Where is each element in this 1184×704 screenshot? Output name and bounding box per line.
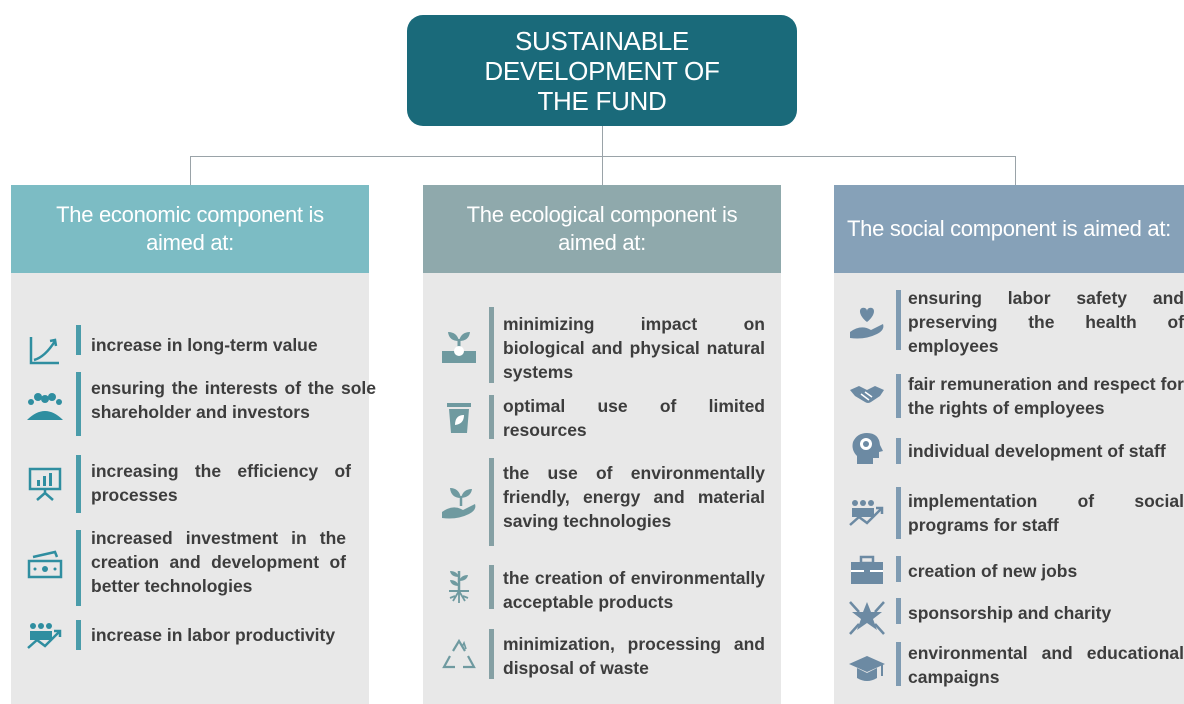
economic-column: The economic component is aimed at: incr…	[11, 185, 376, 704]
people-trend-icon-social	[847, 493, 887, 533]
social-item-1-text: ensuring labor safety and preserving the…	[908, 288, 1184, 356]
ecological-item-1-bar	[489, 307, 494, 383]
handshake-icon	[847, 374, 887, 414]
heart-hand-icon	[847, 302, 887, 342]
ecological-header: The ecological component is aimed at:	[423, 185, 781, 273]
title-box: SUSTAINABLE DEVELOPMENT OF THE FUND	[407, 15, 797, 126]
recycle-icon	[439, 637, 479, 677]
social-item-2-text: fair remuneration and respect for the ri…	[908, 374, 1184, 418]
head-idea-icon	[847, 430, 887, 470]
social-item-6-text: sponsorship and charity	[908, 603, 1112, 623]
social-header-text: The social component is aimed at:	[847, 216, 1171, 241]
economic-item-2-bar	[76, 372, 81, 436]
social-item-7-bar	[896, 642, 901, 686]
social-item-5-bar	[896, 556, 901, 582]
social-column: The social component is aimed at: ensuri…	[834, 185, 1184, 704]
social-item-7-text: environmental and educational campaigns	[908, 643, 1184, 687]
social-item-5-text: creation of new jobs	[908, 561, 1078, 581]
ecological-item-5-text: minimization, processing and disposal of…	[503, 634, 765, 678]
connector-horizontal	[190, 156, 1016, 157]
connector-center	[602, 156, 603, 185]
social-header: The social component is aimed at:	[834, 185, 1184, 273]
economic-item-4-bar	[76, 530, 81, 606]
connector-right	[1015, 156, 1016, 185]
plant-hand-icon	[439, 482, 479, 522]
economic-header-text: The economic component is aimed at:	[56, 202, 324, 255]
economic-item-4-text: increased investment in the creation and…	[91, 528, 346, 596]
economic-item-3-bar	[76, 455, 81, 513]
social-item-1-bar	[896, 290, 901, 350]
economic-item-5-text: increase in labor productivity	[91, 625, 336, 645]
ecological-item-2-bar	[489, 395, 494, 439]
growth-chart-icon	[25, 329, 65, 369]
ecological-item-3-bar	[489, 458, 494, 546]
hands-star-icon	[847, 598, 887, 638]
social-item-3-bar	[896, 438, 901, 464]
economic-item-2-text: ensuring the interests of the sole share…	[91, 378, 376, 422]
connector-vertical-main	[602, 126, 603, 156]
people-trend-icon	[25, 616, 65, 656]
ecological-header-text: The ecological component is aimed at:	[466, 202, 738, 255]
ecological-item-2-text: optimal use of limited resources	[503, 396, 765, 440]
recycle-bin-icon	[439, 397, 479, 437]
ecological-item-5-bar	[489, 629, 494, 679]
connector-left	[190, 156, 191, 185]
presentation-board-icon	[25, 463, 65, 503]
ecological-item-1-text: minimizing impact on biological and phys…	[503, 314, 765, 382]
ecological-column: The ecological component is aimed at: mi…	[423, 185, 781, 704]
ecological-item-4-text: the creation of environmentally acceptab…	[503, 568, 765, 612]
social-item-2-bar	[896, 374, 901, 418]
sprout-hand-icon	[439, 327, 479, 367]
diagram-title: SUSTAINABLE DEVELOPMENT OF THE FUND	[484, 25, 720, 116]
plant-roots-icon	[439, 567, 479, 607]
economic-item-5-bar	[76, 620, 81, 650]
social-item-3-text: individual development of staff	[908, 441, 1166, 461]
economic-header: The economic component is aimed at:	[11, 185, 369, 273]
ecological-item-3-text: the use of environmentally friendly, ene…	[503, 463, 765, 531]
social-item-4-text: implementation of social programs for st…	[908, 491, 1184, 535]
social-item-6-bar	[896, 598, 901, 624]
group-icon	[25, 386, 65, 426]
money-icon	[25, 544, 65, 584]
economic-item-1-bar	[76, 325, 81, 355]
social-item-4-bar	[896, 487, 901, 539]
graduation-cap-icon	[847, 648, 887, 688]
ecological-item-4-bar	[489, 565, 494, 609]
briefcase-icon	[847, 550, 887, 590]
economic-item-3-text: increasing the efficiency of processes	[91, 461, 351, 505]
economic-item-1-text: increase in long-term value	[91, 335, 318, 355]
